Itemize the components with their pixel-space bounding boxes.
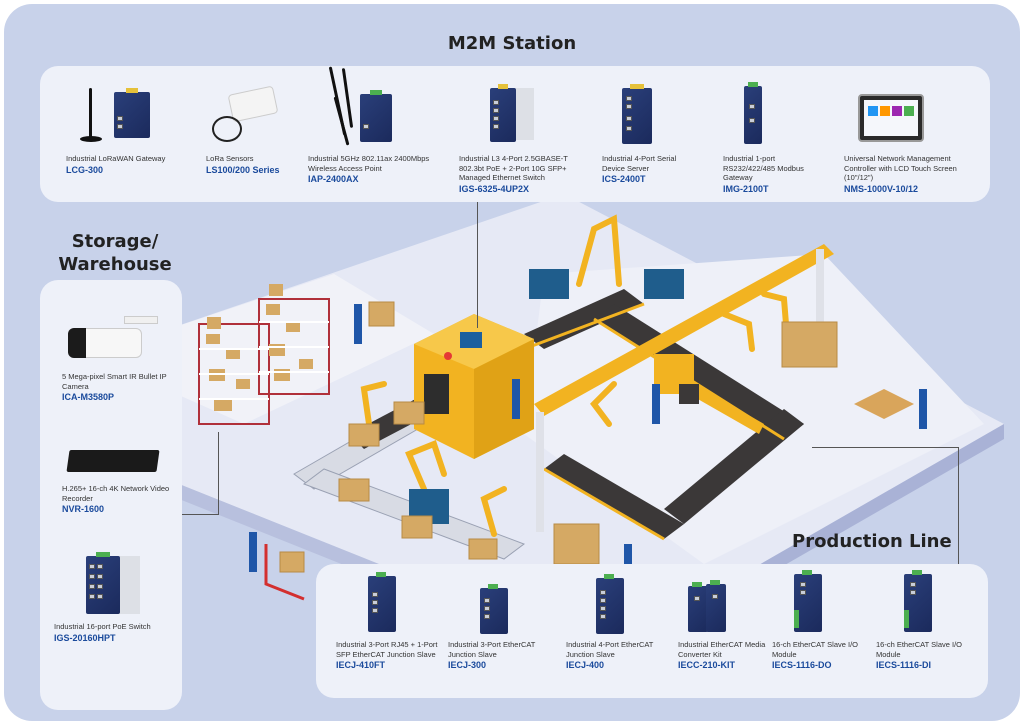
- product-desc: Industrial 3-Port RJ45 + 1-Port SFP Ethe…: [336, 640, 438, 659]
- product-desc: Industrial 1-port RS232/422/485 Modbus G…: [723, 154, 804, 182]
- storage-title-line2: Warehouse: [58, 254, 172, 275]
- product-desc: Industrial 16-port PoE Switch: [54, 622, 151, 631]
- product-model: IMG-2100T: [723, 183, 769, 194]
- touch-screen-controller-icon: [858, 94, 924, 142]
- ethercat-junction-icon: [596, 574, 624, 634]
- workers: [249, 304, 927, 579]
- product-igs-20160hpt: Industrial 16-port PoE Switch IGS-20160H…: [54, 622, 179, 644]
- io-module-icon: [794, 570, 822, 632]
- connector-storage-h: [182, 514, 219, 515]
- product-model: ICS-2400T: [602, 174, 646, 184]
- connector-m2m: [477, 200, 478, 328]
- product-model: LS100/200 Series: [206, 164, 280, 175]
- pallet: [854, 389, 914, 419]
- product-ica-m3580p: 5 Mega-pixel Smart IR Bullet IP Camera I…: [62, 372, 177, 403]
- product-desc: Industrial 4-Port Serial Device Server: [602, 154, 677, 173]
- product-desc: LoRa Sensors: [206, 154, 254, 163]
- product-model: IGS-20160HPT: [54, 632, 116, 643]
- product-desc: Industrial L3 4-Port 2.5GBASE-T 802.3bt …: [459, 154, 568, 182]
- io-module-icon: [904, 570, 932, 632]
- product-model: NMS-1000V-10/12: [844, 183, 919, 194]
- product-desc: Industrial 3-Port EtherCAT Junction Slav…: [448, 640, 536, 659]
- storage-panel: 5 Mega-pixel Smart IR Bullet IP Camera I…: [40, 280, 182, 710]
- product-desc: 5 Mega-pixel Smart IR Bullet IP Camera: [62, 372, 167, 391]
- ethercat-junction-icon: [480, 584, 508, 634]
- product-desc: Universal Network Management Controller …: [844, 154, 957, 182]
- product-desc: 16-ch EtherCAT Slave I/O Module: [772, 640, 859, 659]
- overhead-gantry: [534, 244, 834, 532]
- section-title-storage: Storage/Warehouse: [40, 230, 190, 276]
- production-panel: Industrial 3-Port RJ45 + 1-Port SFP Ethe…: [316, 564, 988, 698]
- product-iecs-1116-di: 16-ch EtherCAT Slave I/O Module IECS-111…: [876, 640, 976, 671]
- product-iecs-1116-do: 16-ch EtherCAT Slave I/O Module IECS-111…: [772, 640, 872, 671]
- product-model: IECJ-410FT: [336, 660, 386, 670]
- product-iecc-210-kit: Industrial EtherCAT Media Converter Kit …: [678, 640, 773, 671]
- product-desc: H.265+ 16-ch 4K Network Video Recorder: [62, 484, 170, 503]
- product-desc: Industrial EtherCAT Media Converter Kit: [678, 640, 766, 659]
- product-iecj-300: Industrial 3-Port EtherCAT Junction Slav…: [448, 640, 558, 671]
- product-model: IECS-1116-DI: [876, 660, 932, 670]
- product-model: IGS-6325-4UP2X: [459, 183, 530, 194]
- product-iap-2400ax: Industrial 5GHz 802.11ax 2400Mbps Wirele…: [308, 154, 448, 185]
- product-model: ICA-M3580P: [62, 392, 115, 402]
- product-desc: 16-ch EtherCAT Slave I/O Module: [876, 640, 963, 659]
- hand-truck: [264, 544, 305, 601]
- product-iecj-400: Industrial 4-Port EtherCAT Junction Slav…: [566, 640, 676, 671]
- connector-prod-h: [812, 447, 958, 448]
- product-model: IECJ-400: [566, 660, 605, 670]
- factory-illustration: [154, 194, 1004, 669]
- product-iecj-410ft: Industrial 3-Port RJ45 + 1-Port SFP Ethe…: [336, 640, 446, 671]
- product-img-2100t: Industrial 1-port RS232/422/485 Modbus G…: [723, 154, 818, 195]
- warehouse-floor: [154, 274, 434, 424]
- section-title-m2m: M2M Station: [447, 33, 577, 54]
- nvr-icon: [66, 450, 160, 472]
- product-desc: Industrial 5GHz 802.11ax 2400Mbps Wirele…: [308, 154, 430, 173]
- connector-storage-v: [218, 432, 219, 514]
- product-ics-2400t: Industrial 4-Port Serial Device Server I…: [602, 154, 692, 185]
- storage-title-line1: Storage/: [71, 231, 159, 252]
- product-model: IAP-2400AX: [308, 174, 359, 184]
- section-title-production: Production Line: [792, 531, 952, 552]
- product-desc: Industrial 4-Port EtherCAT Junction Slav…: [566, 640, 654, 659]
- product-lcg-300: Industrial LoRaWAN Gateway LCG-300: [66, 154, 181, 176]
- product-model: IECJ-300: [448, 660, 487, 670]
- product-model: NVR-1600: [62, 504, 105, 514]
- product-igs-6325: Industrial L3 4-Port 2.5GBASE-T 802.3bt …: [459, 154, 584, 195]
- warehouse-shelves: [198, 284, 330, 425]
- product-model: IECC-210-KIT: [678, 660, 736, 670]
- product-nms-1000v: Universal Network Management Controller …: [844, 154, 984, 195]
- product-nvr-1600: H.265+ 16-ch 4K Network Video Recorder N…: [62, 484, 177, 515]
- inspection-machine: [414, 314, 534, 459]
- product-desc: Industrial LoRaWAN Gateway: [66, 154, 166, 163]
- connector-prod-v: [958, 447, 959, 564]
- lathe-machine: [654, 354, 764, 434]
- diagram-frame: M2M Station Storage/Warehouse Production…: [4, 4, 1020, 721]
- product-model: IECS-1116-DO: [772, 660, 832, 670]
- product-model: LCG-300: [66, 164, 104, 175]
- m2m-panel: Industrial LoRaWAN Gateway LCG-300 LoRa …: [40, 66, 990, 202]
- robot-arms: [360, 214, 789, 537]
- product-ls100: LoRa Sensors LS100/200 Series: [206, 154, 296, 176]
- ethercat-junction-icon: [368, 572, 396, 632]
